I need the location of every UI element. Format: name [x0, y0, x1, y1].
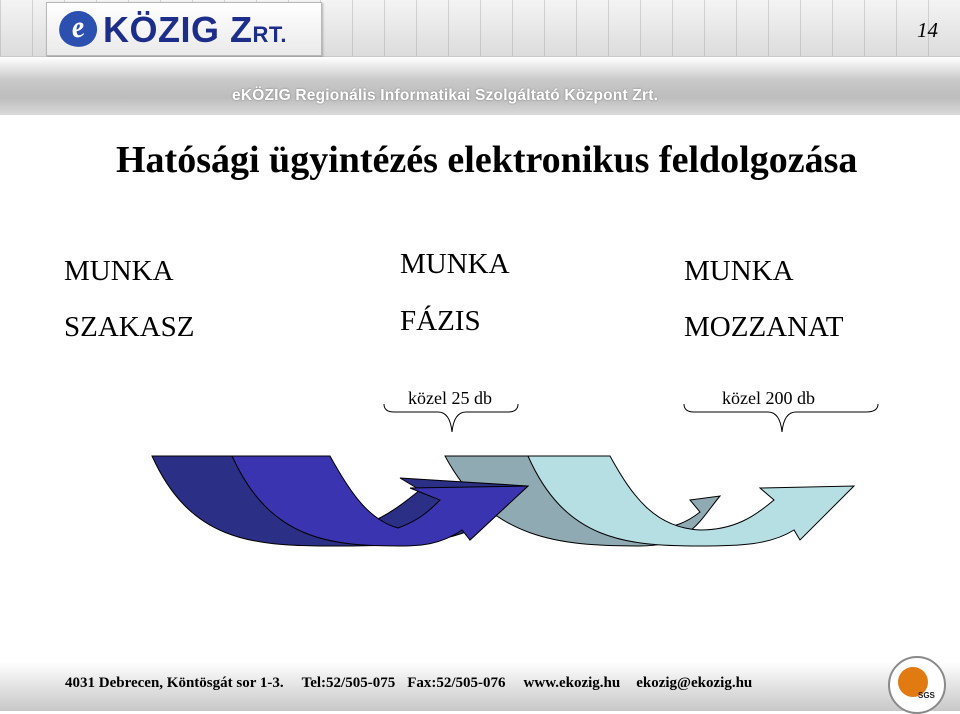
ekozig-logo: e KÖZIG ZRT.	[46, 2, 322, 56]
col-szakasz-line1: MUNKA	[64, 255, 174, 287]
logo-wordmark: KÖZIG ZRT.	[103, 9, 287, 51]
footer-contact: 4031 Debrecen, Köntösgát sor 1-3. Tel:52…	[65, 675, 752, 692]
footer-email-link[interactable]: ekozig@ekozig.hu	[636, 675, 753, 691]
header-banner: eKÖZIG Regionális Informatikai Szolgálta…	[0, 57, 960, 115]
curved-arrow-2	[231, 455, 530, 547]
col-szakasz-line2: SZAKASZ	[64, 311, 195, 343]
logo-wordmark-main: KÖZIG Z	[103, 9, 253, 50]
brace-mozzanat	[683, 403, 879, 433]
page-number: 14	[917, 18, 938, 42]
col-mozzanat-line1: MUNKA	[684, 255, 794, 287]
col-fazis-line1: MUNKA	[400, 248, 510, 280]
count-mozzanat: közel 200 db	[722, 388, 815, 408]
logo-wordmark-suffix: RT.	[252, 22, 287, 47]
footer-address: 4031 Debrecen, Köntösgát sor 1-3.	[65, 675, 284, 691]
count-fazis: közel 25 db	[408, 388, 492, 408]
footer-web-link[interactable]: www.ekozig.hu	[523, 675, 621, 691]
col-fazis-line2: FÁZIS	[400, 305, 481, 337]
footer-tel: Tel:52/505-075	[301, 675, 396, 691]
footer-fax: Fax:52/505-076	[407, 675, 506, 691]
sgs-certification-badge: SGS	[888, 656, 946, 714]
banner-text: eKÖZIG Regionális Informatikai Szolgálta…	[232, 87, 659, 104]
col-mozzanat-line2: MOZZANAT	[684, 311, 844, 343]
sgs-badge-label: SGS	[918, 691, 935, 700]
brace-fazis	[383, 403, 519, 433]
sgs-badge-emblem	[898, 667, 928, 697]
curved-arrow-4	[527, 455, 856, 547]
footer-band	[0, 662, 960, 711]
slide-title: Hatósági ügyintézés elektronikus feldolg…	[116, 139, 858, 181]
